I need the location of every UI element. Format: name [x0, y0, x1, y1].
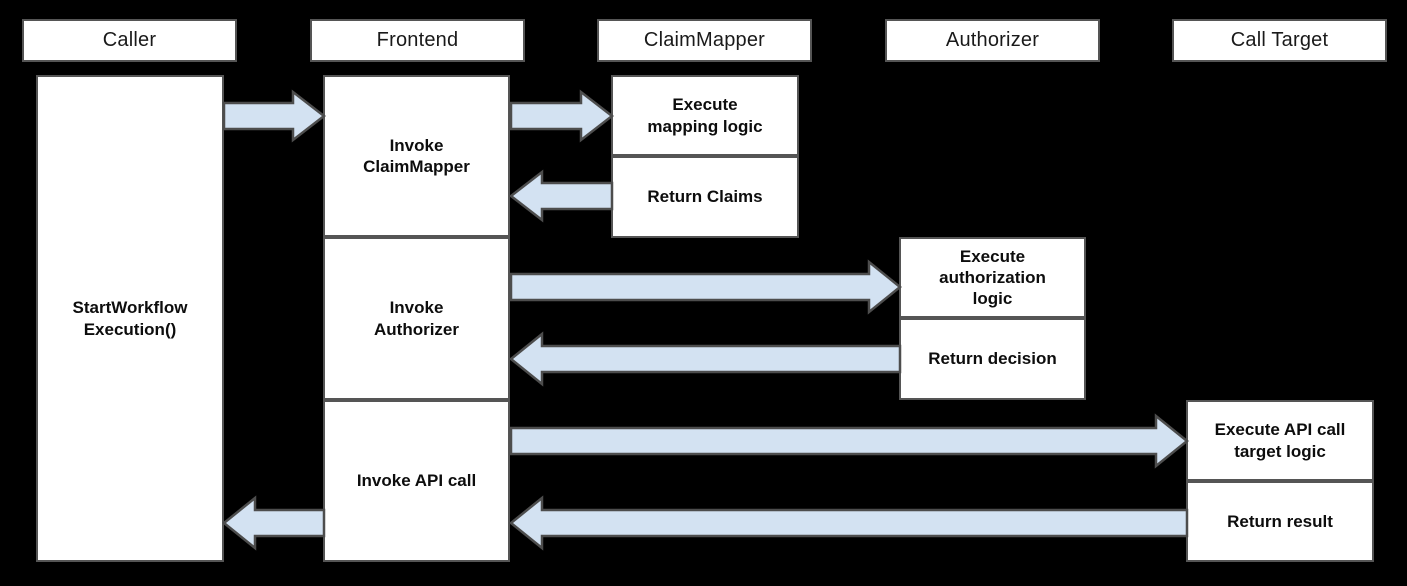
lifeline-header-calltarget: Call Target: [1172, 19, 1387, 62]
lifeline-header-claimmapper-label: ClaimMapper: [643, 29, 766, 51]
activation-frontend-invoke-authorizer: Invoke Authorizer: [323, 237, 510, 400]
lifeline-header-caller-label: Caller: [102, 29, 157, 51]
lifeline-header-caller: Caller: [22, 19, 237, 62]
activation-caller-start-workflow-label: StartWorkflow Execution(): [72, 298, 188, 339]
activation-frontend-invoke-claimmapper: Invoke ClaimMapper: [323, 75, 510, 237]
arrow-msg-frontend-to-caller: [222, 495, 326, 551]
activation-claimmapper-execute-mapping-logic: Execute mapping logic: [611, 75, 799, 156]
activation-authorizer-return-decision-label: Return decision: [928, 349, 1057, 369]
activation-calltarget-execute-api-call-target-logic: Execute API call target logic: [1186, 400, 1374, 481]
arrow-msg-authorizer-to-frontend: [509, 331, 902, 387]
activation-calltarget-return-result-label: Return result: [1227, 511, 1333, 531]
activation-frontend-invoke-api-call: Invoke API call: [323, 400, 510, 562]
activation-frontend-invoke-api-call-label: Invoke API call: [356, 471, 477, 491]
arrow-msg-claimmapper-to-frontend: [508, 169, 614, 223]
activation-frontend-invoke-claimmapper-label: Invoke ClaimMapper: [363, 135, 470, 176]
lifeline-header-calltarget-label: Call Target: [1230, 29, 1329, 51]
lifeline-header-frontend: Frontend: [310, 19, 525, 62]
activation-claimmapper-return-claims-label: Return Claims: [647, 187, 763, 207]
activation-caller-start-workflow: StartWorkflow Execution(): [36, 75, 224, 562]
activation-calltarget-return-result: Return result: [1186, 481, 1374, 562]
arrow-msg-calltarget-to-frontend: [509, 495, 1189, 551]
activation-claimmapper-return-claims: Return Claims: [611, 156, 799, 238]
lifeline-header-authorizer-label: Authorizer: [945, 29, 1040, 51]
activation-authorizer-execute-authorization-logic-label: Execute authorization logic: [939, 246, 1046, 309]
activation-authorizer-execute-authorization-logic: Execute authorization logic: [899, 237, 1086, 318]
lifeline-header-authorizer: Authorizer: [885, 19, 1100, 62]
arrow-msg-frontend-to-authorizer: [509, 259, 902, 315]
activation-authorizer-return-decision: Return decision: [899, 318, 1086, 400]
lifeline-header-claimmapper: ClaimMapper: [597, 19, 812, 62]
activation-claimmapper-execute-mapping-logic-label: Execute mapping logic: [647, 95, 763, 136]
activation-calltarget-execute-api-call-target-logic-label: Execute API call target logic: [1214, 420, 1346, 461]
arrow-msg-frontend-to-calltarget: [509, 413, 1189, 469]
arrow-msg-frontend-to-claimmapper: [509, 89, 615, 143]
activation-frontend-invoke-authorizer-label: Invoke Authorizer: [374, 298, 459, 339]
arrow-msg-caller-to-frontend: [222, 89, 327, 143]
lifeline-header-frontend-label: Frontend: [376, 29, 459, 51]
